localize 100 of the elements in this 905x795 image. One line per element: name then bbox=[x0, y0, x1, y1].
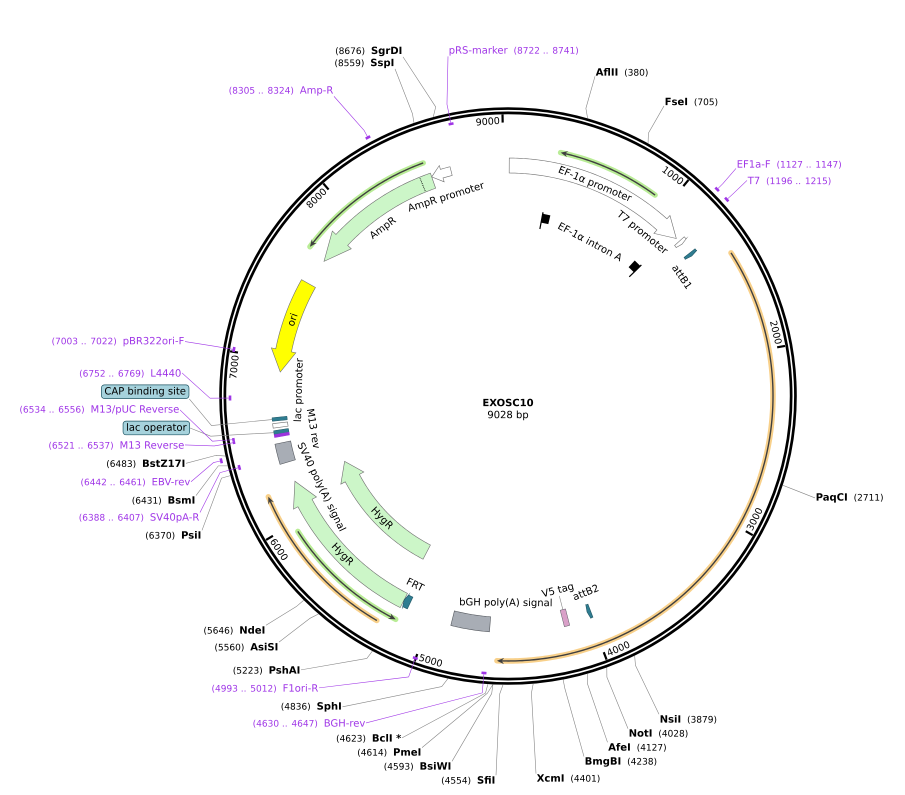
leader-line bbox=[452, 684, 494, 762]
position-label: (4623) bbox=[336, 734, 366, 743]
enzyme-label: BclI * bbox=[372, 734, 402, 742]
enzyme-label: BsmI bbox=[168, 496, 194, 504]
feature-label: V5 tag bbox=[541, 584, 574, 597]
leader-line bbox=[266, 600, 304, 626]
feature-label: bGH poly(A) signal bbox=[460, 598, 552, 608]
tick-label: 5000 bbox=[418, 654, 442, 667]
leader-line bbox=[648, 106, 664, 144]
position-label: (4127) bbox=[637, 744, 666, 752]
tick-label: 3000 bbox=[746, 508, 762, 531]
position-label: (4630 .. 4647) bbox=[253, 720, 318, 728]
position-label: (4028) bbox=[659, 730, 688, 738]
primer-label: SV40pA-R bbox=[150, 513, 200, 523]
primer-label: pBR322ori-F bbox=[124, 336, 184, 346]
primer-label: T7 bbox=[748, 176, 760, 184]
enzyme-label: PmeI bbox=[394, 748, 420, 756]
leader-line bbox=[278, 614, 319, 642]
enzyme-label: BsiWI bbox=[420, 762, 450, 770]
leader-line bbox=[189, 398, 272, 426]
position-label: (6752 .. 6769) bbox=[80, 370, 144, 378]
enzyme-label: SgrDI bbox=[372, 46, 402, 56]
primer-mark bbox=[237, 464, 242, 470]
position-label: (4614) bbox=[358, 748, 386, 757]
position-label: (3879) bbox=[688, 716, 716, 724]
leader-line bbox=[586, 76, 596, 119]
enzyme-label: PaqCI bbox=[816, 493, 847, 503]
leader-line bbox=[606, 667, 628, 729]
leader-line bbox=[190, 428, 274, 436]
leader-line bbox=[200, 468, 238, 513]
primer-mark bbox=[232, 346, 236, 352]
primer-mark bbox=[232, 440, 236, 444]
callout-box: lac operator bbox=[122, 420, 190, 436]
enzyme-label: NdeI bbox=[240, 626, 264, 634]
position-label: (4238) bbox=[628, 758, 656, 766]
primer-label: L4440 bbox=[151, 369, 181, 377]
enzyme-label: AflII bbox=[596, 68, 618, 76]
position-label: (7003 .. 7022) bbox=[52, 337, 116, 346]
feature-label: FRT bbox=[406, 578, 426, 591]
position-label: (5646) bbox=[204, 626, 233, 635]
leader-line bbox=[531, 683, 536, 774]
leader-line bbox=[184, 341, 233, 350]
primer-mark bbox=[365, 135, 371, 140]
leader-line bbox=[402, 56, 436, 118]
primer-label: pRS-marker bbox=[450, 46, 508, 56]
enzyme-label: BmgBI bbox=[586, 757, 620, 767]
leader-line bbox=[782, 484, 816, 498]
primer-mark bbox=[219, 458, 224, 464]
leader-line bbox=[562, 679, 584, 757]
leader-line bbox=[202, 475, 231, 531]
position-label: (8722 .. 8741) bbox=[514, 46, 578, 55]
primer-label: BGH-rev bbox=[324, 719, 366, 727]
position-label: (6534 .. 6556) bbox=[20, 406, 84, 414]
enzyme-label: NsiI bbox=[660, 715, 680, 723]
leader-line bbox=[634, 655, 660, 715]
leader-line bbox=[559, 596, 564, 610]
leader-line bbox=[342, 678, 448, 708]
tick-label: 9000 bbox=[476, 116, 500, 126]
primer-mark bbox=[412, 656, 418, 660]
enzyme-label: PsiI bbox=[182, 531, 200, 539]
leader-line bbox=[718, 168, 736, 189]
primer-label: M13/pUC Reverse bbox=[92, 405, 179, 415]
position-label: (8676) bbox=[336, 47, 364, 56]
position-label: (6388 .. 6407) bbox=[80, 514, 144, 522]
feature-box bbox=[560, 608, 570, 627]
position-label: (380) bbox=[624, 68, 648, 77]
position-label: (4401) bbox=[571, 774, 600, 783]
feature-label: ori bbox=[289, 313, 298, 326]
leader-line bbox=[300, 650, 373, 670]
feature-box bbox=[273, 428, 290, 435]
position-label: (1196 .. 1215) bbox=[766, 177, 830, 186]
leader-line bbox=[318, 659, 416, 688]
leader-line bbox=[190, 460, 220, 482]
tick-label: 4000 bbox=[608, 641, 630, 656]
enzyme-label: PshAI bbox=[270, 666, 300, 674]
primer-label: EBV-rev bbox=[152, 478, 190, 486]
leader-line bbox=[182, 372, 230, 398]
leader-line bbox=[402, 684, 488, 738]
enzyme-label: FseI bbox=[666, 98, 688, 106]
leader-line bbox=[394, 68, 414, 124]
plasmid-name: EXOSC10 9028 bp bbox=[483, 398, 534, 420]
primer-label: Amp-R bbox=[300, 86, 334, 96]
leader-line bbox=[496, 684, 504, 776]
leader-line bbox=[180, 410, 232, 442]
primer-label: EF1a-F bbox=[738, 160, 770, 168]
position-label: (2711) bbox=[854, 494, 883, 502]
leader-line bbox=[196, 466, 228, 496]
position-label: (5223) bbox=[234, 666, 262, 675]
position-label: (6442 .. 6461) bbox=[81, 478, 145, 486]
position-label: (8305 .. 8324) bbox=[229, 86, 294, 95]
position-label: (1127 .. 1147) bbox=[777, 160, 841, 169]
leader-line bbox=[587, 673, 608, 743]
leader-line bbox=[727, 180, 748, 199]
enzyme-label: BstZ17I bbox=[143, 460, 184, 468]
position-label: (6521 .. 6537) bbox=[49, 442, 113, 450]
enzyme-label: XcmI bbox=[536, 774, 564, 782]
primer-label: F1ori-R bbox=[284, 684, 318, 692]
tick-label: 2000 bbox=[770, 320, 782, 344]
primer-mark bbox=[724, 196, 730, 202]
tick-label: 7000 bbox=[229, 356, 239, 378]
